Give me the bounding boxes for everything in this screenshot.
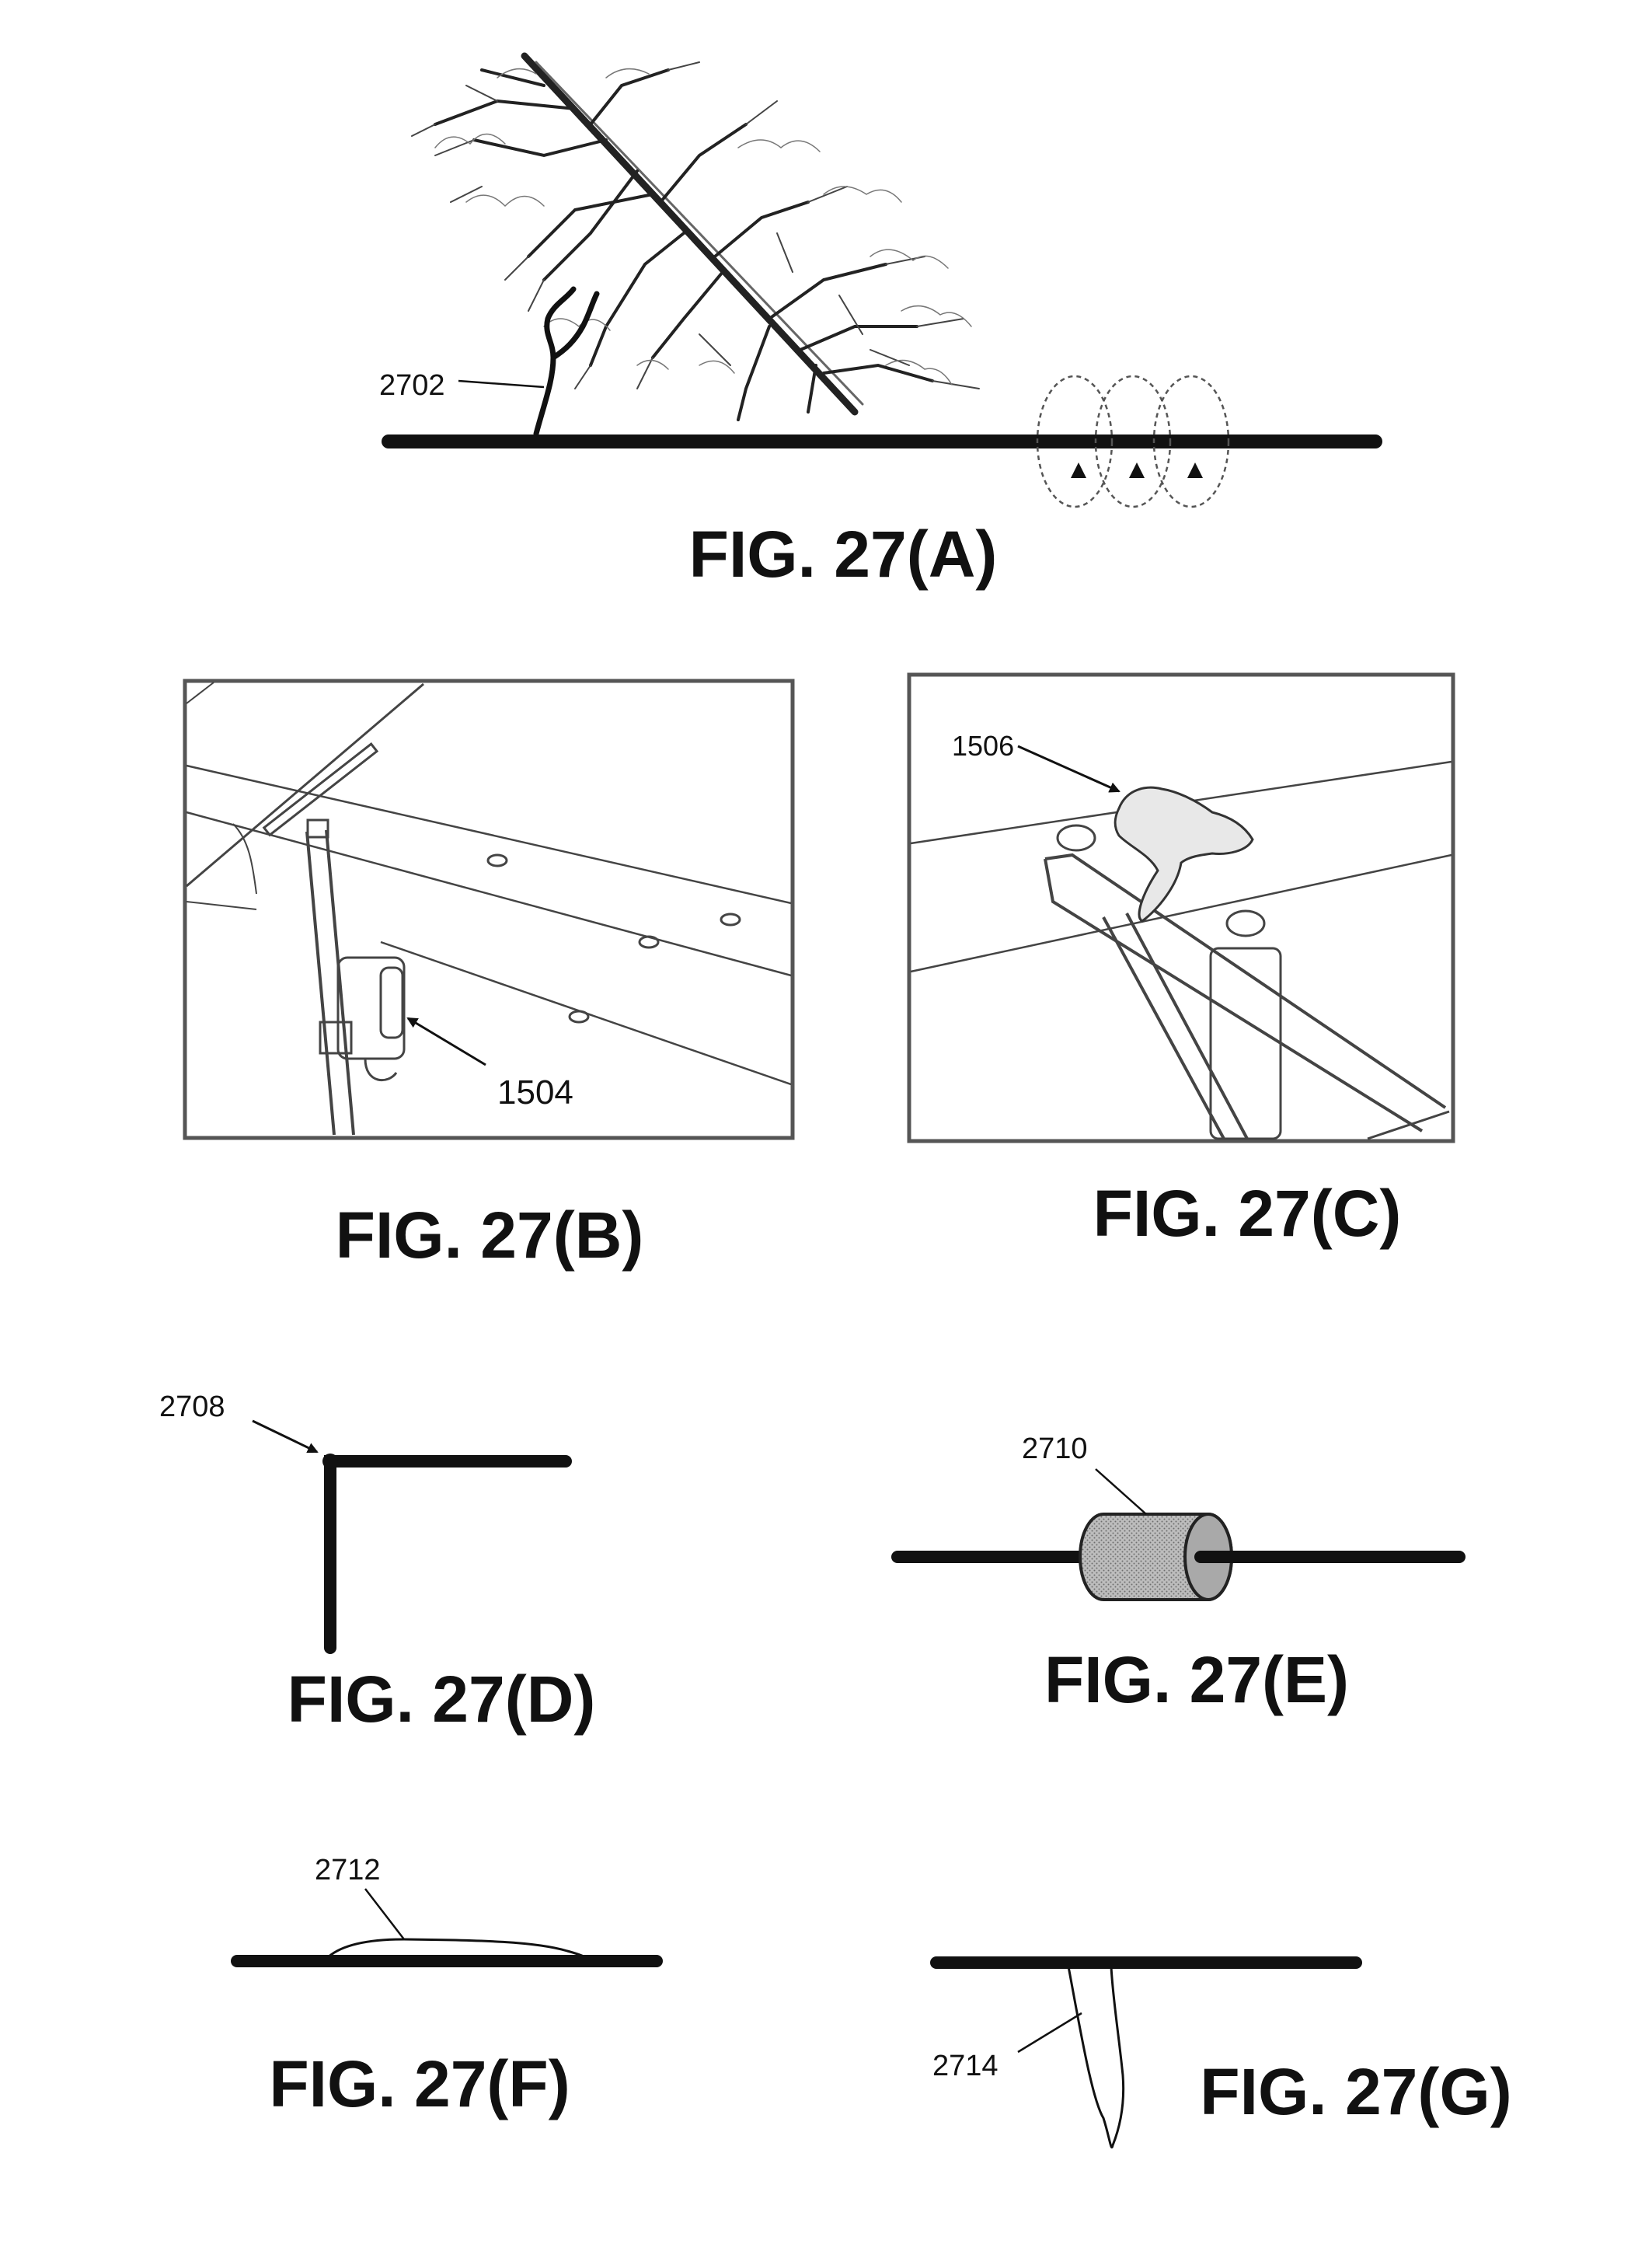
corner-point-2708 [322, 1454, 338, 1469]
caption-fig-27g: FIG. 27(G) [1200, 2055, 1511, 2128]
ref-label-2708: 2708 [159, 1391, 225, 1423]
ref-label-1506: 1506 [952, 730, 1014, 762]
ref-label-2714: 2714 [932, 2050, 999, 2082]
icicle-2714 [1067, 1965, 1125, 2148]
broken-conductor-2702 [533, 286, 600, 437]
leader-2702 [458, 379, 545, 389]
crossarm-scene [910, 760, 1452, 1140]
figure-27f: 2712 FIG. 27(F) [231, 1854, 663, 2120]
magnetic-field-loops [1036, 375, 1230, 508]
arrow-1504 [406, 1017, 486, 1066]
arrow-2708 [252, 1419, 319, 1454]
fallen-tree [411, 52, 980, 421]
ref-label-1504: 1504 [497, 1073, 573, 1112]
ref-label-2712: 2712 [315, 1854, 381, 1886]
debris-1506 [1114, 786, 1254, 923]
leader-2710 [1095, 1468, 1147, 1515]
figure-27e: 2710 FIG. 27(E) [891, 1433, 1466, 1716]
leader-2712 [364, 1888, 405, 1940]
caption-fig-27a: FIG. 27(A) [689, 518, 998, 591]
photo-frame-b [183, 679, 795, 1140]
photo-frame-c [907, 672, 1455, 1143]
caption-fig-27c: FIG. 27(C) [1093, 1177, 1402, 1250]
caption-fig-27d: FIG. 27(D) [288, 1663, 596, 1736]
arrow-1506 [1017, 745, 1121, 793]
caption-fig-27f: FIG. 27(F) [269, 2047, 570, 2120]
field-direction-arrows [1071, 462, 1203, 478]
ref-label-2702: 2702 [379, 369, 445, 402]
leader-2714 [1017, 2012, 1082, 2054]
corner-conductor [324, 1455, 572, 1654]
figure-27g: 2714 FIG. 27(G) [930, 1956, 1512, 2148]
pole-scene [186, 682, 792, 1136]
ref-label-2710: 2710 [1022, 1433, 1088, 1465]
figure-27c: 1506 FIG. 27(C) [907, 672, 1455, 1250]
caption-fig-27e: FIG. 27(E) [1044, 1643, 1349, 1716]
caption-fig-27b: FIG. 27(B) [336, 1199, 644, 1272]
figure-27a: 2702 FIG. 27(A) [379, 52, 1382, 591]
figure-27b: 1504 FIG. 27(B) [183, 679, 795, 1272]
figure-27d: 2708 FIG. 27(D) [159, 1391, 595, 1736]
